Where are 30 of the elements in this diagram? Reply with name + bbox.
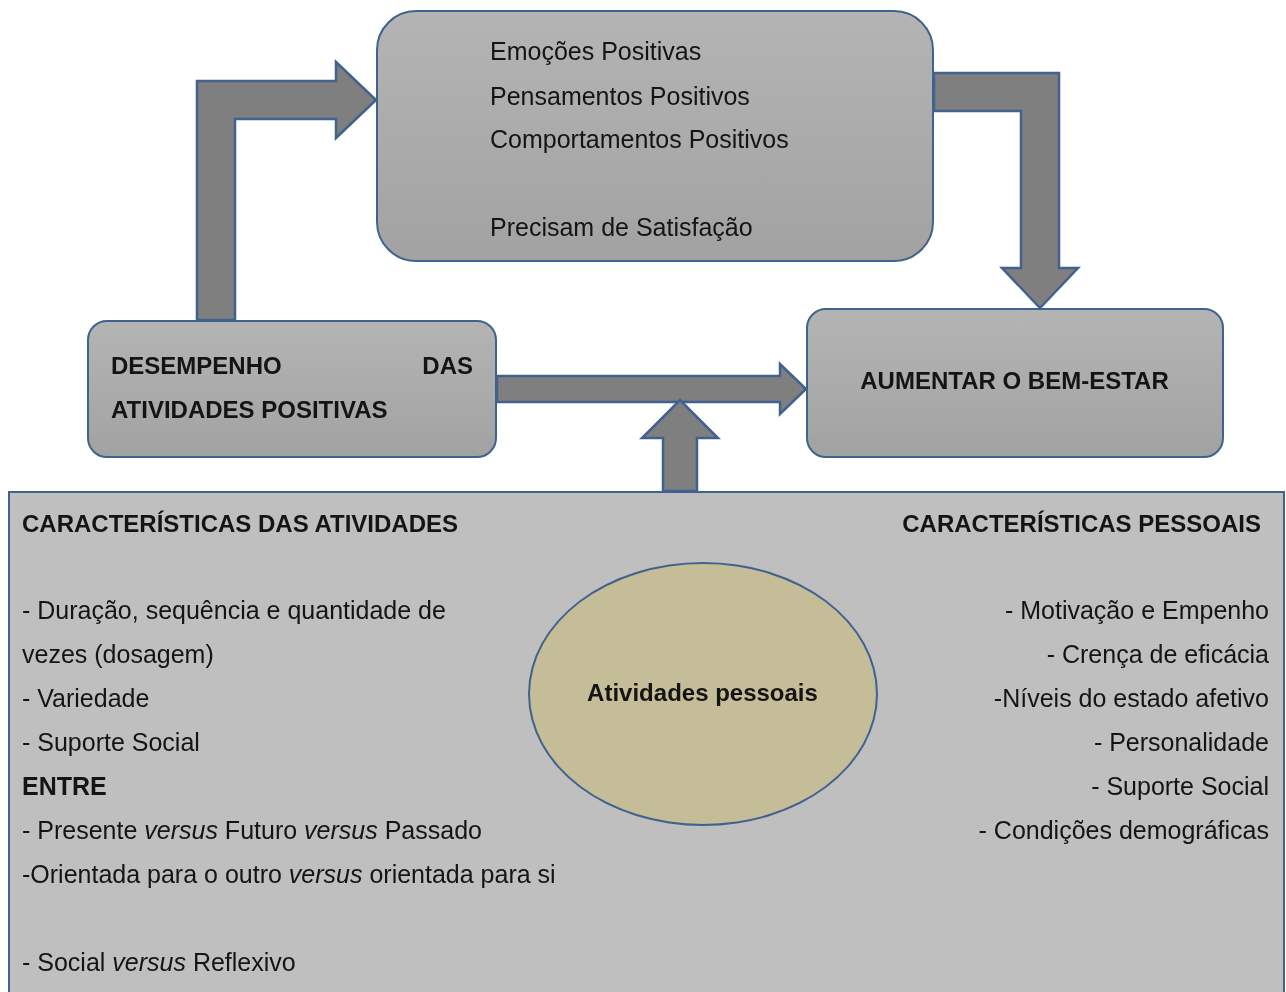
list-item: - Presente versus Futuro versus Passado	[22, 815, 482, 845]
box-text: Precisam de Satisfação	[490, 212, 753, 242]
ellipse-label: Atividades pessoais	[586, 678, 819, 708]
block-arrow	[932, 71, 1081, 310]
list-item: -Orientada para o outro versus orientada para si	[22, 859, 557, 890]
panel	[8, 491, 1285, 992]
block-arrow	[639, 398, 721, 493]
box-text: Pensamentos Positivos	[490, 81, 750, 111]
list-item: ENTRE	[22, 771, 107, 801]
rounded-box	[376, 10, 934, 262]
list-item: -Níveis do estado afetivo	[993, 683, 1269, 713]
list-item: - Crença de eficácia	[1046, 639, 1269, 669]
box-text: Emoções Positivas	[490, 36, 702, 66]
list-item: - Condições demográficas	[978, 815, 1269, 845]
block-arrow	[195, 59, 378, 322]
list-item: - Motivação e Empenho	[1004, 595, 1269, 625]
box-title: DESEMPENHO DAS ATIVIDADES POSITIVAS	[111, 351, 473, 425]
block-arrow	[495, 361, 808, 417]
list-item: - Personalidade	[1093, 727, 1269, 757]
list-item: - Variedade	[22, 683, 150, 713]
list-item: - Suporte Social	[22, 727, 200, 757]
rounded-box	[87, 320, 497, 458]
list-item: - Duração, sequência e quantidade de vezes (dosagem)	[22, 595, 447, 670]
box-title: AUMENTAR O BEM-ESTAR	[859, 366, 1170, 396]
list-item: - Social versus Reflexivo	[22, 947, 296, 977]
box-text: Comportamentos Positivos	[490, 124, 789, 154]
section-heading: CARACTERÍSTICAS DAS ATIVIDADES	[22, 509, 459, 539]
rounded-box	[806, 308, 1224, 458]
section-heading: CARACTERÍSTICAS PESSOAIS	[902, 509, 1261, 539]
list-item: - Suporte Social	[1091, 771, 1269, 801]
